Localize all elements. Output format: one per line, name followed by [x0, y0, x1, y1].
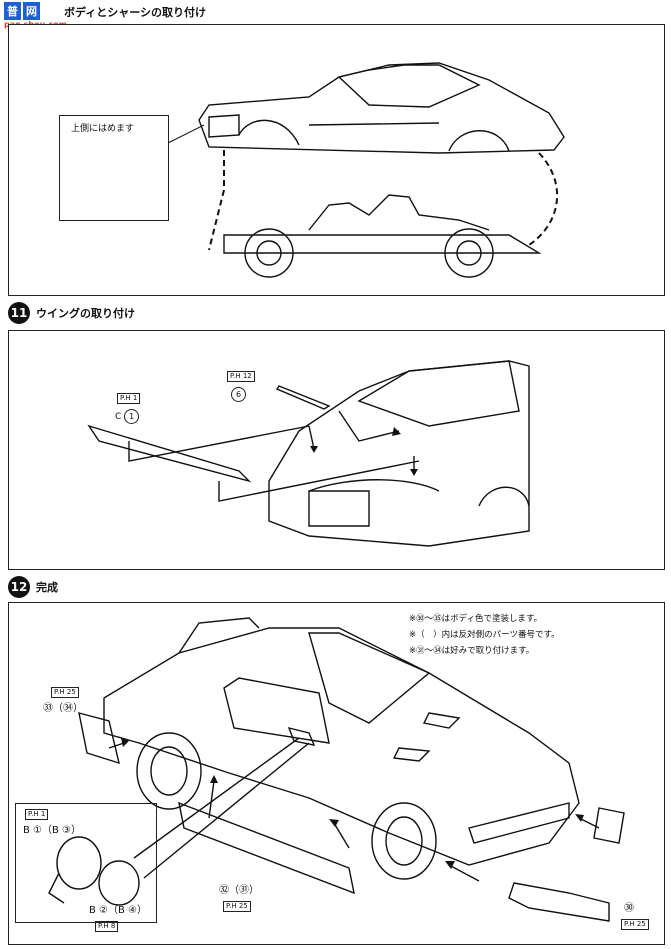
mirror-b1-tag: P.H 1: [25, 809, 49, 820]
watermark-char-1: 普: [4, 2, 21, 20]
step11-panel: P.H 1 C 1 P.H 12 6: [8, 330, 665, 570]
mirror-b2-label: B ②（B ④）: [89, 905, 148, 916]
step11-part-c1: C 1: [115, 409, 140, 424]
part-32-tag: P.H 25: [223, 901, 251, 912]
step11-part-6: 6: [231, 387, 246, 402]
step11-part-6-tag: P.H 12: [227, 371, 255, 382]
part-30-tag: P.H 25: [621, 919, 649, 930]
part-30-label: ㉚: [624, 903, 634, 914]
part-33-label: ㉝（㉞）: [43, 703, 83, 714]
step11-illustration: [87, 360, 530, 547]
step12-number: 12: [8, 576, 30, 598]
step11-title: ウイングの取り付け: [36, 307, 135, 320]
part-32-label: ㉜（㉛）: [219, 885, 259, 896]
step11-number: 11: [8, 302, 30, 324]
note-3: ※㉛～㉞は好みで取り付けます。: [409, 646, 535, 656]
step11-part-c1-tag: P.H 1: [117, 393, 141, 404]
part-6-number: 6: [231, 387, 246, 402]
mirror-callout: [15, 803, 157, 923]
step10-panel: 上側にはめます: [8, 24, 665, 296]
part-33-tag: P.H 25: [51, 687, 79, 698]
step12-illustration: [48, 617, 625, 922]
step12-panel: ※㉚～㉟はボディ色で塗装します。 ※（ ）内は反対側のパーツ番号です。 ※㉛～㉞…: [8, 602, 665, 945]
part-c1-number: 1: [124, 409, 140, 424]
step12-heading: 12 完成: [8, 576, 58, 598]
mirror-b2-tag: P.H 8: [95, 921, 119, 932]
note-2: ※（ ）内は反対側のパーツ番号です。: [409, 630, 560, 640]
step12-notes: ※㉚～㉟はボディ色で塗装します。 ※（ ）内は反対側のパーツ番号です。 ※㉛～㉞…: [409, 611, 560, 659]
note-1: ※㉚～㉟はボディ色で塗装します。: [409, 614, 543, 624]
step11-heading: 11 ウイングの取り付け: [8, 302, 135, 324]
step12-title: 完成: [36, 581, 58, 594]
step10-callout-label: 上側にはめます: [71, 124, 135, 134]
step10-callout: [59, 115, 169, 221]
mirror-b1-label: B ①（B ③）: [23, 825, 82, 836]
watermark-char-2: 网: [23, 2, 40, 20]
step10-heading: ボディとシャーシの取り付け: [64, 4, 206, 20]
step10-title: ボディとシャーシの取り付け: [64, 6, 207, 19]
